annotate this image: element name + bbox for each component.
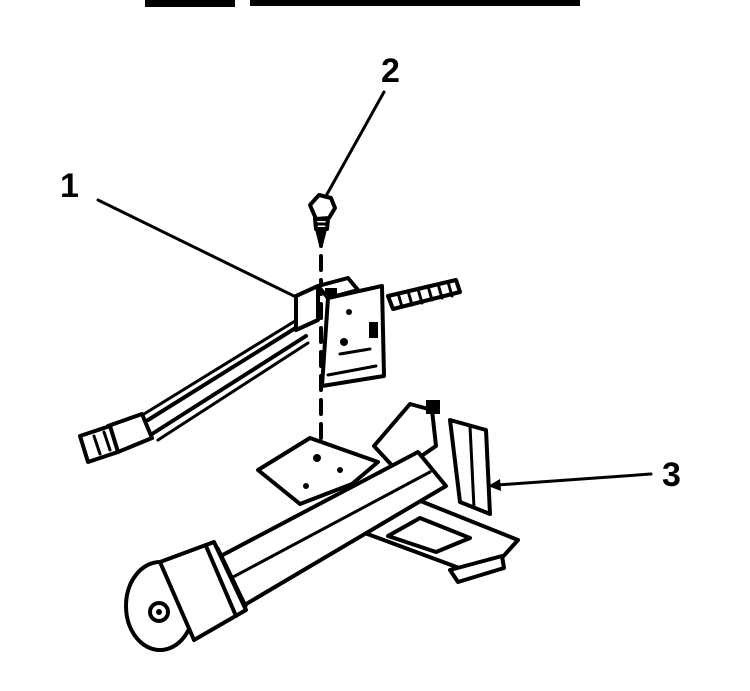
wire-connector [78,412,154,464]
leader-line-3 [488,472,653,491]
callout-label-3: 3 [662,456,681,494]
leader-line-2 [324,90,386,198]
cropped-title-bar [145,0,580,7]
wire-harness [142,316,310,442]
callout-label-2: 2 [381,52,400,90]
switch-part [294,276,386,388]
spring-part [386,278,462,311]
bracket-actuator-part [124,400,520,652]
screw-part [308,193,337,247]
leader-line-1 [96,198,298,299]
callout-label-1: 1 [60,167,79,205]
